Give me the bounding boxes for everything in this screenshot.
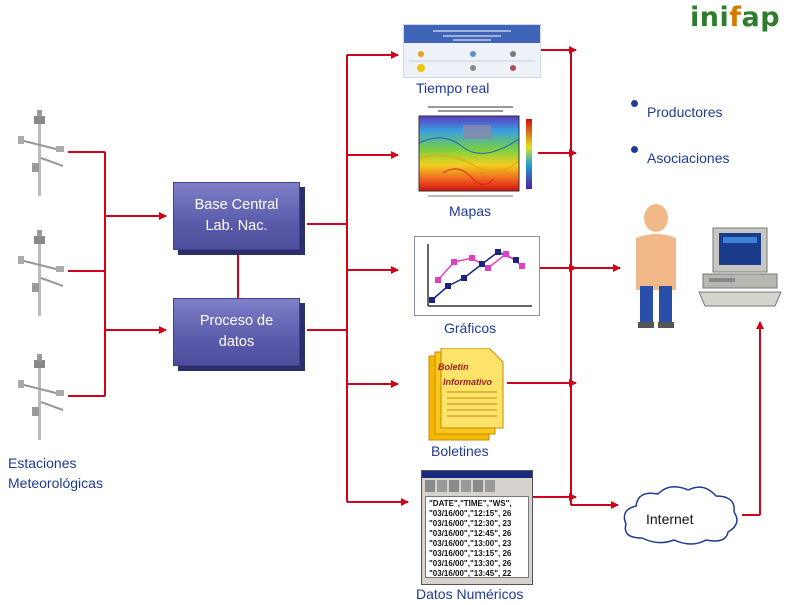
- weather-station-icon-3: [18, 354, 64, 440]
- table-row: "03/16/00","13:00", 23: [429, 539, 512, 548]
- processing-line2: datos: [218, 334, 255, 350]
- window-toolbar: [422, 478, 532, 496]
- maps-thumbnail: [403, 103, 538, 201]
- realtime-label: Tiempo real: [416, 80, 490, 96]
- internet-cloud-icon: [623, 486, 738, 545]
- processing-line1: Proceso de: [199, 313, 274, 329]
- weather-station-icon-2: [18, 230, 64, 316]
- table-row: "03/16/00","12:30", 23: [429, 519, 512, 528]
- inifap-logo: inifap: [690, 2, 781, 33]
- table-header: "DATE","TIME","WS",: [429, 499, 512, 508]
- table-row: "03/16/00","13:45", 22: [429, 569, 512, 578]
- computer-icon: [698, 227, 782, 307]
- numeric-data-label: Datos Numéricos: [416, 586, 524, 602]
- graphs-thumbnail: [414, 236, 540, 316]
- bulletin-title-line2: Informativo: [443, 377, 493, 387]
- table-row: "03/16/00","13:30", 26: [429, 559, 512, 568]
- data-processing-box: Proceso de datos: [173, 298, 300, 366]
- table-row: "03/16/00","12:45", 26: [429, 529, 512, 538]
- stations-label-line1: Estaciones: [8, 455, 77, 471]
- central-base-box: Base Central Lab. Nac.: [173, 182, 300, 250]
- bullet-productores: [631, 100, 638, 107]
- numeric-data-window: "DATE","TIME","WS", "03/16/00","12:15", …: [421, 470, 533, 585]
- central-base-line1: Base Central: [194, 197, 279, 213]
- graphs-label: Gráficos: [444, 320, 497, 336]
- bullet-asociaciones: [631, 146, 638, 153]
- table-row: "03/16/00","12:15", 26: [429, 509, 512, 518]
- bulletins-label: Boletines: [431, 443, 489, 459]
- internet-label: Internet: [646, 511, 694, 527]
- bulletin-document-icon: [428, 348, 504, 441]
- weather-station-icon-1: [18, 110, 64, 196]
- productores-label: Productores: [647, 104, 723, 120]
- user-person-icon: [636, 204, 676, 328]
- table-row: "03/16/00","13:15", 26: [429, 549, 512, 558]
- numeric-data-table: "DATE","TIME","WS", "03/16/00","12:15", …: [425, 496, 529, 578]
- window-titlebar: [422, 471, 532, 478]
- bulletin-title-line1: Boletin: [438, 362, 469, 372]
- central-base-line2: Lab. Nac.: [205, 218, 268, 234]
- asociaciones-label: Asociaciones: [647, 150, 730, 166]
- realtime-thumbnail: [403, 24, 541, 78]
- maps-label: Mapas: [449, 203, 492, 219]
- stations-label-line2: Meteorológicas: [8, 475, 103, 491]
